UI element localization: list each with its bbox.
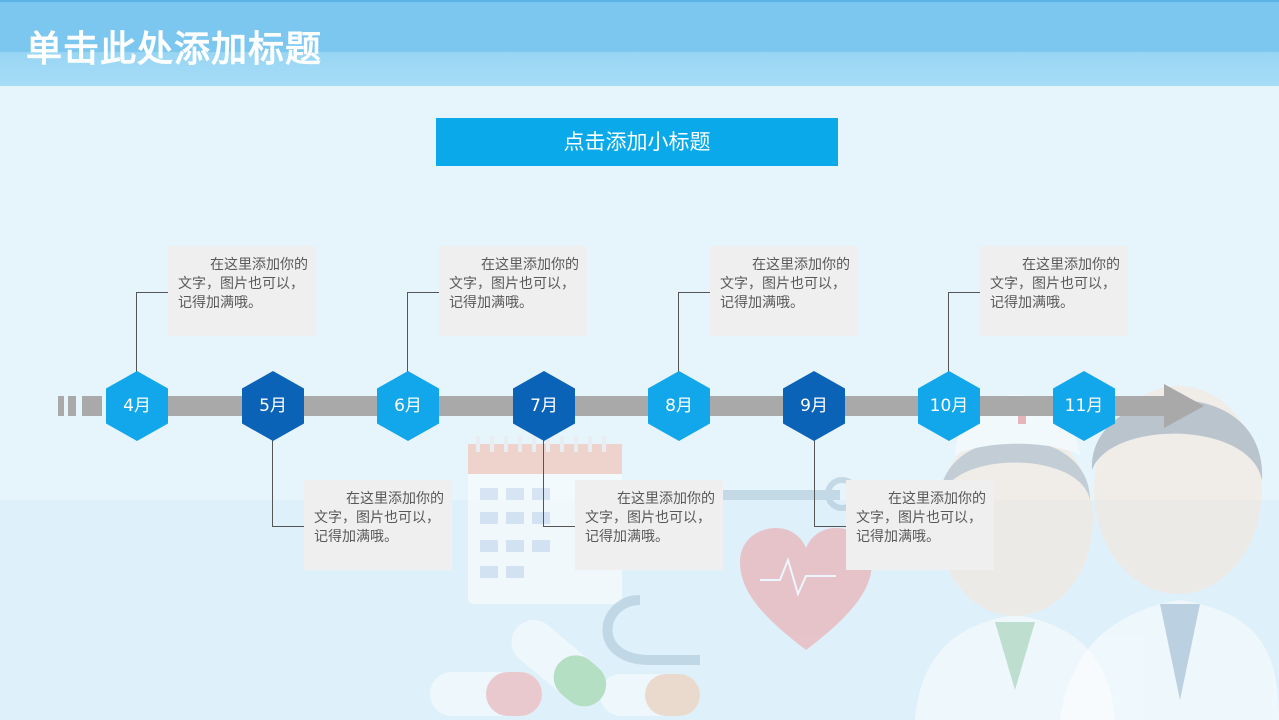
title-bar-top-line <box>0 0 1279 2</box>
card-text: 在这里添加你的文字，图片也可以，记得加满哦。 <box>178 257 308 311</box>
connector-line <box>814 526 846 527</box>
card-text: 在这里添加你的文字，图片也可以，记得加满哦。 <box>314 491 444 545</box>
text-card-10[interactable]: 在这里添加你的文字，图片也可以，记得加满哦。 <box>980 246 1128 336</box>
text-card-7[interactable]: 在这里添加你的文字，图片也可以，记得加满哦。 <box>575 480 723 570</box>
month-label: 7月 <box>530 396 558 416</box>
heart-illustration <box>740 528 872 650</box>
timeline-dash <box>1146 396 1154 416</box>
connector-line <box>136 292 137 372</box>
timeline-dash <box>1158 396 1164 416</box>
card-text: 在这里添加你的文字，图片也可以，记得加满哦。 <box>585 491 715 545</box>
text-card-5[interactable]: 在这里添加你的文字，图片也可以，记得加满哦。 <box>304 480 452 570</box>
month-label: 10月 <box>929 396 969 416</box>
connector-line <box>948 292 980 293</box>
text-card-8[interactable]: 在这里添加你的文字，图片也可以，记得加满哦。 <box>710 246 858 336</box>
subtitle-box[interactable]: 点击添加小标题 <box>436 118 838 166</box>
text-card-9[interactable]: 在这里添加你的文字，图片也可以，记得加满哦。 <box>846 480 994 570</box>
connector-line <box>814 440 815 526</box>
connector-line <box>407 292 439 293</box>
connector-line <box>407 292 408 372</box>
timeline-dash <box>68 396 76 416</box>
month-label: 9月 <box>800 396 828 416</box>
timeline-bar <box>110 396 1160 416</box>
month-label: 4月 <box>123 396 151 416</box>
timeline-dash <box>82 396 102 416</box>
card-text: 在这里添加你的文字，图片也可以，记得加满哦。 <box>856 491 986 545</box>
connector-line <box>948 292 949 372</box>
card-text: 在这里添加你的文字，图片也可以，记得加满哦。 <box>449 257 579 311</box>
connector-line <box>543 440 544 526</box>
month-label: 11月 <box>1064 396 1104 416</box>
connector-line <box>678 292 679 372</box>
timeline-dash <box>58 396 64 416</box>
connector-line <box>678 292 710 293</box>
doctor-illustration <box>1060 386 1279 720</box>
card-text: 在这里添加你的文字，图片也可以，记得加满哦。 <box>720 257 850 311</box>
connector-line <box>272 526 304 527</box>
timeline-dash <box>1120 396 1142 416</box>
text-card-4[interactable]: 在这里添加你的文字，图片也可以，记得加满哦。 <box>168 246 316 336</box>
text-card-6[interactable]: 在这里添加你的文字，图片也可以，记得加满哦。 <box>439 246 587 336</box>
timeline-arrow-icon <box>1164 384 1204 428</box>
pills-illustration <box>430 620 700 716</box>
month-label: 8月 <box>665 396 693 416</box>
connector-line <box>136 292 168 293</box>
subtitle-text: 点击添加小标题 <box>563 130 711 154</box>
month-hexagon-11[interactable]: 11月 <box>1053 371 1115 441</box>
card-text: 在这里添加你的文字，图片也可以，记得加满哦。 <box>990 257 1120 311</box>
page-title[interactable]: 单击此处添加标题 <box>26 29 323 70</box>
connector-line <box>543 526 575 527</box>
title-bar <box>0 0 1279 86</box>
month-label: 6月 <box>394 396 422 416</box>
month-label: 5月 <box>259 396 287 416</box>
connector-line <box>272 440 273 526</box>
